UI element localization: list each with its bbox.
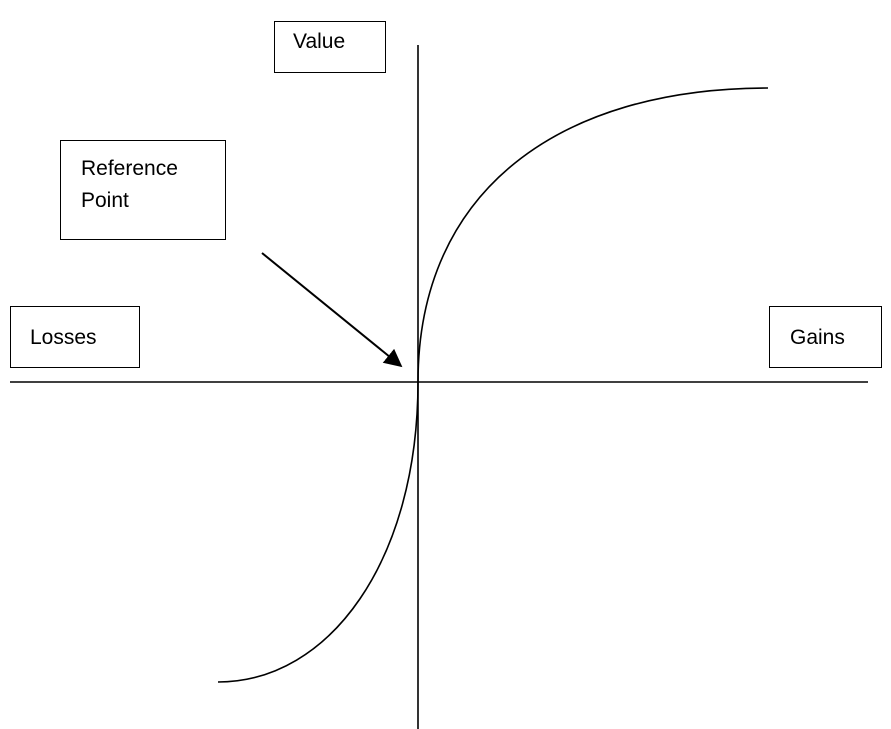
reference-arrow: [261, 252, 403, 368]
value-label: Value: [293, 30, 346, 53]
losses-label-box: Losses: [10, 306, 140, 368]
value-curve-losses: [217, 381, 419, 683]
reference-point-label: Reference Point: [81, 157, 178, 212]
reference-point-label-box: Reference Point: [60, 140, 226, 240]
losses-label: Losses: [30, 326, 97, 349]
value-curve-gains: [417, 87, 769, 383]
gains-label: Gains: [790, 326, 845, 349]
gains-label-box: Gains: [769, 306, 882, 368]
value-label-box: Value: [274, 21, 386, 73]
